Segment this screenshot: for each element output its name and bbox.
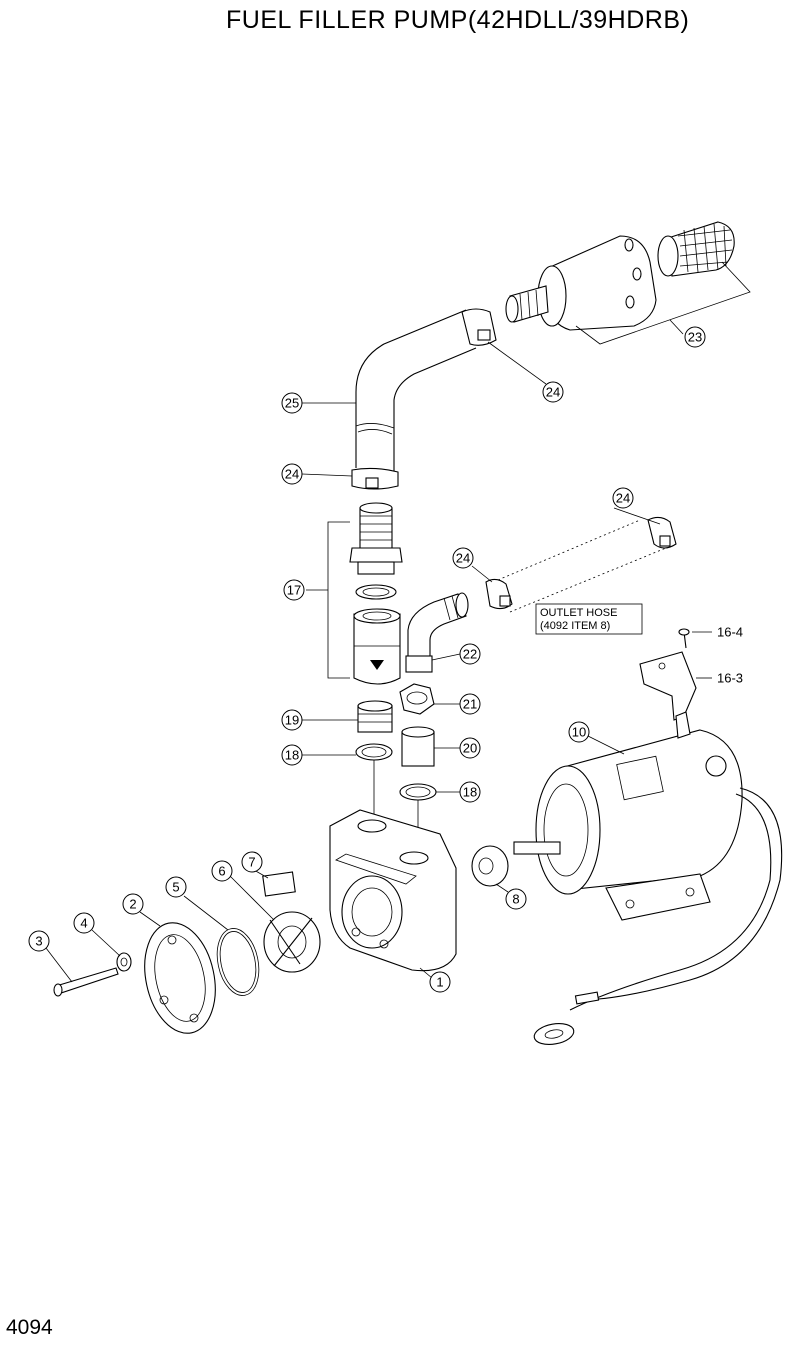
svg-text:10: 10 bbox=[572, 725, 586, 740]
svg-text:8: 8 bbox=[512, 892, 519, 907]
motor bbox=[513, 628, 783, 1045]
callout-18-left: 18 bbox=[281, 744, 303, 766]
suction-hose bbox=[351, 308, 497, 490]
callout-24-hose-top: 24 bbox=[542, 381, 564, 403]
callout-17: 17 bbox=[283, 579, 305, 601]
svg-text:3: 3 bbox=[35, 934, 42, 949]
svg-text:19: 19 bbox=[285, 713, 299, 728]
note-line-2: (4092 ITEM 8) bbox=[540, 620, 610, 632]
callout-5: 5 bbox=[165, 876, 187, 898]
callout-19: 19 bbox=[281, 709, 303, 731]
callout-24-outlet-end: 24 bbox=[612, 487, 634, 509]
svg-text:1: 1 bbox=[436, 975, 443, 990]
impeller-parts bbox=[53, 871, 321, 1034]
callout-6: 6 bbox=[211, 860, 233, 882]
svg-text:20: 20 bbox=[463, 741, 477, 756]
coupler bbox=[471, 845, 509, 887]
note-line-1: OUTLET HOSE bbox=[540, 607, 617, 619]
svg-text:21: 21 bbox=[463, 697, 477, 712]
svg-text:7: 7 bbox=[248, 855, 255, 870]
callout-23: 23 bbox=[684, 326, 706, 348]
callout-21: 21 bbox=[459, 693, 481, 715]
svg-text:17: 17 bbox=[287, 583, 301, 598]
callout-24-hose-bottom: 24 bbox=[281, 463, 303, 485]
svg-text:25: 25 bbox=[285, 396, 299, 411]
svg-text:18: 18 bbox=[285, 748, 299, 763]
callout-25: 25 bbox=[281, 392, 303, 414]
svg-text:24: 24 bbox=[616, 491, 630, 506]
pump-body bbox=[329, 809, 457, 972]
svg-text:18: 18 bbox=[463, 785, 477, 800]
svg-text:2: 2 bbox=[129, 897, 136, 912]
callout-7: 7 bbox=[241, 851, 263, 873]
fitting-17 bbox=[306, 502, 403, 685]
svg-text:24: 24 bbox=[456, 551, 470, 566]
callout-4: 4 bbox=[73, 912, 95, 934]
svg-text:24: 24 bbox=[546, 385, 560, 400]
svg-text:16-4: 16-4 bbox=[717, 625, 743, 640]
svg-text:22: 22 bbox=[463, 647, 477, 662]
callout-22: 22 bbox=[459, 643, 481, 665]
svg-text:16-3: 16-3 bbox=[717, 671, 743, 686]
callout-20: 20 bbox=[459, 737, 481, 759]
svg-text:23: 23 bbox=[688, 330, 702, 345]
outlet-hose-note: OUTLET HOSE (4092 ITEM 8) bbox=[535, 603, 643, 635]
callout-18-right: 18 bbox=[459, 781, 481, 803]
callout-3: 3 bbox=[28, 930, 50, 952]
callout-24-outlet: 24 bbox=[452, 547, 474, 569]
svg-text:6: 6 bbox=[218, 864, 225, 879]
page-title: FUEL FILLER PUMP(42HDLL/39HDRB) bbox=[226, 6, 690, 34]
callout-1: 1 bbox=[429, 971, 451, 993]
callout-16-3: 16-3 bbox=[717, 671, 743, 686]
leader-lines bbox=[45, 341, 661, 983]
callout-10: 10 bbox=[568, 721, 590, 743]
page-number: 4094 bbox=[6, 1316, 53, 1339]
strainer-assembly bbox=[505, 221, 751, 345]
callout-8: 8 bbox=[505, 888, 527, 910]
callout-16-4: 16-4 bbox=[717, 625, 743, 640]
svg-text:24: 24 bbox=[285, 467, 299, 482]
small-fittings bbox=[355, 683, 437, 854]
elbow-fitting bbox=[405, 516, 677, 673]
svg-text:5: 5 bbox=[172, 880, 179, 895]
svg-text:4: 4 bbox=[80, 916, 87, 931]
callout-2: 2 bbox=[122, 893, 144, 915]
